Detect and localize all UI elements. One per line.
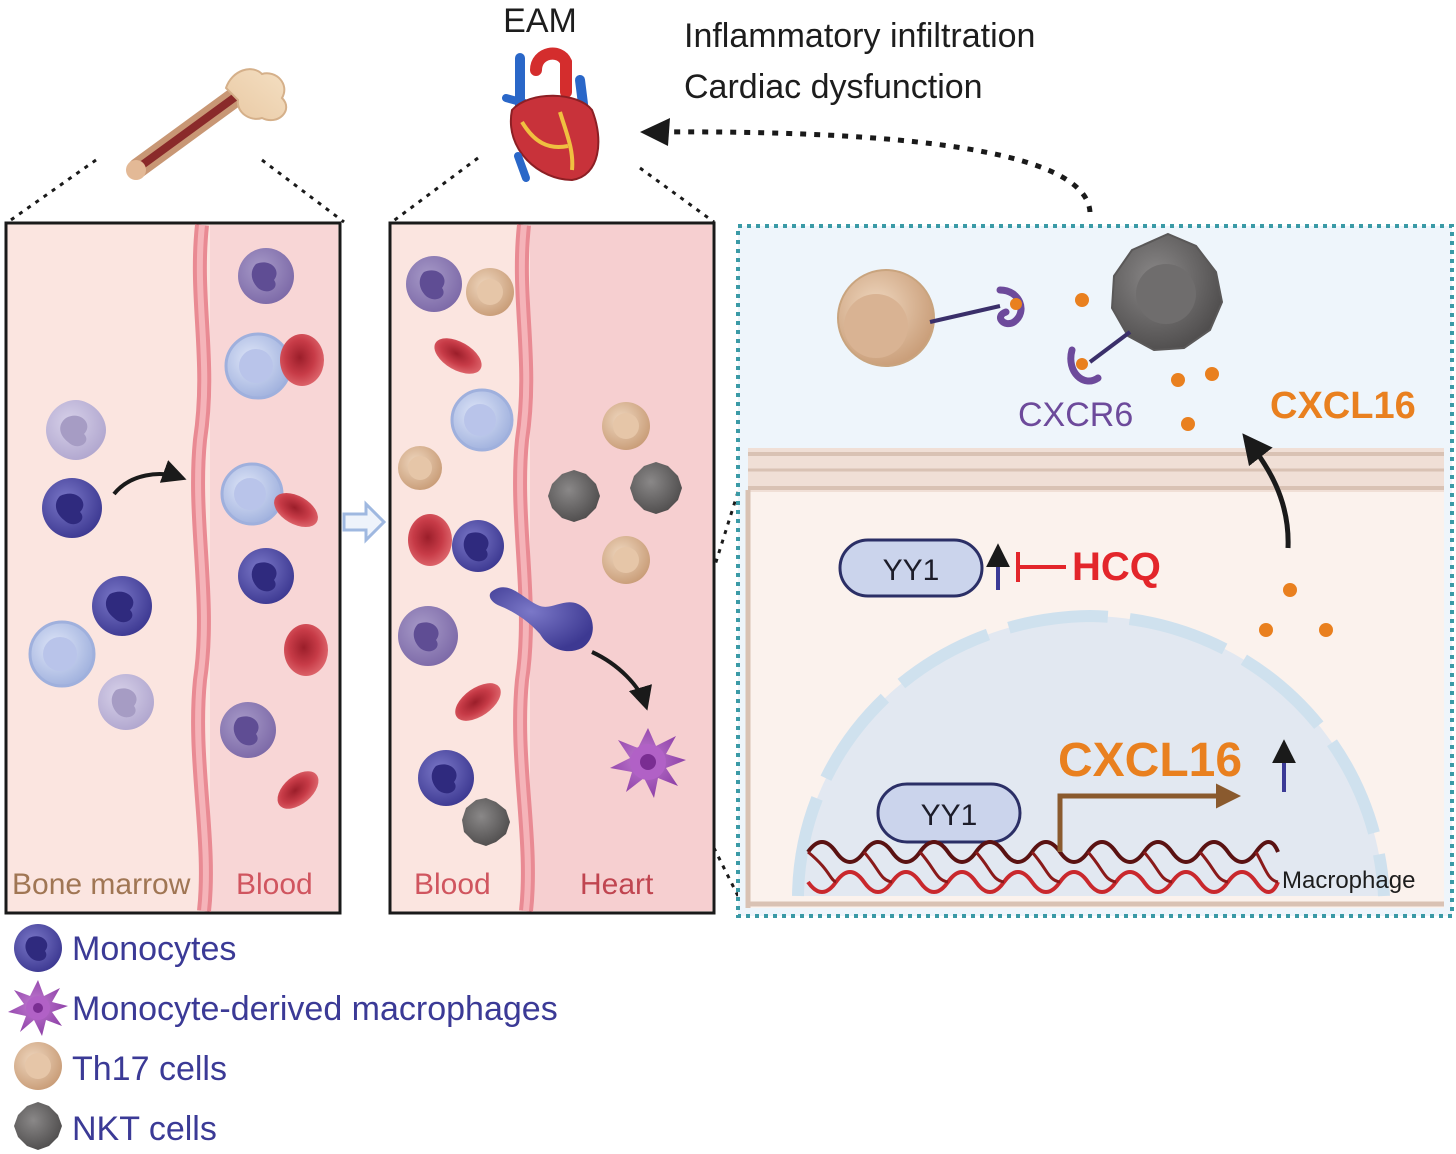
dna-strand-dark: [806, 840, 1280, 864]
nkt-cell: [548, 470, 600, 522]
label-heart: Heart: [580, 868, 654, 901]
label-yy1-nucleus: YY1: [921, 799, 978, 832]
yy1-cytoplasm-box: [838, 538, 984, 598]
rbc-cell: [277, 771, 319, 809]
monocyte-cell: [220, 702, 276, 758]
label-yy1-cytoplasm: YY1: [883, 554, 940, 587]
eam-label: EAM: [503, 2, 577, 40]
outcome-inflammatory: Inflammatory infiltration: [684, 17, 1035, 55]
legend-monocytes: Monocytes: [72, 930, 236, 968]
secretion-arrow: [1242, 433, 1291, 549]
blue-cell: [224, 332, 292, 400]
macrophage-icon: [8, 980, 68, 1036]
monocyte-cell: [98, 674, 154, 730]
th17-cell: [466, 268, 514, 316]
panel-bone-marrow-cells: [28, 248, 328, 809]
monocyte-cell: [46, 400, 106, 460]
legend: Monocytes Monocyte-derived macrophages T…: [8, 924, 558, 1150]
blue-cell: [28, 620, 96, 688]
migration-arrow: [112, 460, 187, 496]
label-cxcl16-gene: CXCL16: [1058, 734, 1242, 787]
return-arrow: [651, 129, 1093, 213]
blue-cell: [220, 462, 284, 526]
yy1-nucleus-box: [876, 782, 1022, 844]
panel-heart-cells: [398, 256, 686, 846]
nkt-cell-large: [1067, 232, 1224, 385]
panel-mechanism: [736, 224, 1454, 918]
nkt-cell: [630, 462, 682, 514]
th17-cell-large: [837, 269, 1025, 367]
rbc-cell: [280, 334, 324, 386]
label-hcq: HCQ: [1072, 545, 1161, 589]
monocyte-cell: [452, 520, 504, 572]
transcription-arrow: [1057, 783, 1241, 852]
panel-heart: [388, 221, 716, 915]
macrophage-cell: [610, 728, 686, 798]
migrating-monocyte: [489, 587, 593, 652]
infiltration-arrow: [591, 650, 652, 711]
th17-cell: [398, 446, 442, 490]
monocyte-cell: [238, 248, 294, 304]
return-arrow-head: [640, 118, 670, 146]
nkt-cell-icon: [14, 1102, 62, 1150]
monocyte-cell: [42, 478, 102, 538]
label-macrophage: Macrophage: [1282, 867, 1415, 894]
label-blood-middle: Blood: [414, 868, 491, 901]
th17-cell: [602, 402, 650, 450]
rbc-cell: [455, 683, 501, 721]
legend-th17: Th17 cells: [72, 1050, 227, 1088]
monocyte-cell: [398, 606, 458, 666]
dna-strand-red: [806, 870, 1280, 894]
rbc-cell: [434, 338, 482, 374]
th17-cell: [602, 536, 650, 584]
monocyte-cell: [418, 750, 474, 806]
th17-cell-icon: [14, 1042, 62, 1090]
legend-macrophages: Monocyte-derived macrophages: [72, 990, 558, 1028]
rbc-cell: [274, 492, 318, 528]
monocyte-icon: [14, 924, 62, 972]
label-cxcl16-secreted: CXCL16: [1270, 385, 1416, 427]
label-blood-left: Blood: [236, 868, 313, 901]
chemokine-dots: [1075, 293, 1333, 637]
label-cxcr6: CXCR6: [1018, 396, 1133, 434]
rbc-cell: [408, 514, 452, 566]
nkt-cell: [462, 798, 510, 846]
heart-icon: [502, 47, 600, 182]
rbc-cell: [284, 624, 328, 676]
label-bone-marrow: Bone marrow: [12, 868, 191, 901]
blue-cell: [450, 388, 514, 452]
zoom-lines: [7, 156, 740, 897]
bone-icon: [126, 68, 288, 180]
legend-nkt: NKT cells: [72, 1110, 217, 1148]
hollow-arrow: [342, 500, 387, 544]
monocyte-cell: [92, 576, 152, 636]
monocyte-cell: [238, 548, 294, 604]
monocyte-cell: [406, 256, 462, 312]
outcome-cardiac: Cardiac dysfunction: [684, 68, 983, 106]
